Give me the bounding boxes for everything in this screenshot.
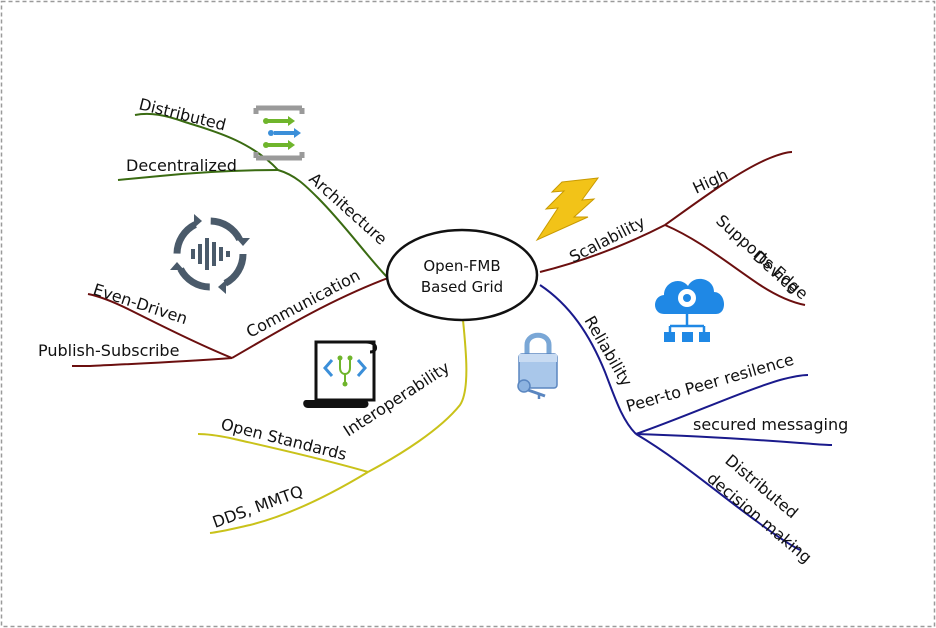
even-driven-label: Even-Driven: [91, 280, 190, 328]
arrows-transfer-icon: [253, 105, 305, 161]
decentralized-label: Decentralized: [126, 156, 237, 175]
padlock-key-icon: [517, 332, 558, 399]
script-code-icon: [303, 340, 377, 408]
branch-interoperability: [197, 319, 468, 534]
secured-messaging-label: secured messaging: [693, 415, 848, 434]
center-ellipse: [385, 228, 539, 322]
peer-to-peer-connector: [635, 374, 809, 435]
architecture-label: Architecture: [305, 169, 391, 249]
cloud-network-icon: [655, 278, 725, 342]
branch-architecture: [117, 112, 389, 279]
lightning-icon: [535, 177, 600, 242]
distributed-label: Distributed: [137, 94, 228, 134]
branch-scalability: [539, 151, 806, 306]
center-node: Open-FMB Based Grid: [385, 228, 539, 322]
publish-subscribe-label: Publish-Subscribe: [38, 341, 179, 360]
dds-connector: [209, 471, 369, 534]
interoperability-connector: [367, 319, 468, 473]
reliability-connector: [539, 284, 637, 435]
device-label: Device: [749, 247, 802, 298]
secured-messaging-connector: [635, 433, 833, 446]
event-stream-icon: [170, 214, 250, 294]
scalability-connector: [539, 224, 666, 273]
even-driven-connector: [87, 293, 233, 359]
open-standards-connector: [197, 433, 369, 473]
center-title-line2: Based Grid: [421, 278, 503, 296]
branch-communication: [72, 277, 389, 367]
communication-connector: [231, 277, 389, 359]
architecture-connector: [277, 169, 389, 279]
supports-edge-connector: [664, 224, 806, 306]
distributed-decision-connector: [635, 433, 801, 551]
decentralized-connector: [117, 169, 279, 181]
branch-reliability: [539, 284, 833, 551]
high-connector: [664, 151, 793, 226]
center-title-line1: Open-FMB: [423, 257, 500, 275]
distributed-connector: [134, 112, 279, 171]
publish-subscribe-connector: [72, 357, 233, 367]
communication-label: Communication: [243, 266, 363, 342]
dds-mmtq-label: DDS, MMTQ: [210, 481, 306, 531]
